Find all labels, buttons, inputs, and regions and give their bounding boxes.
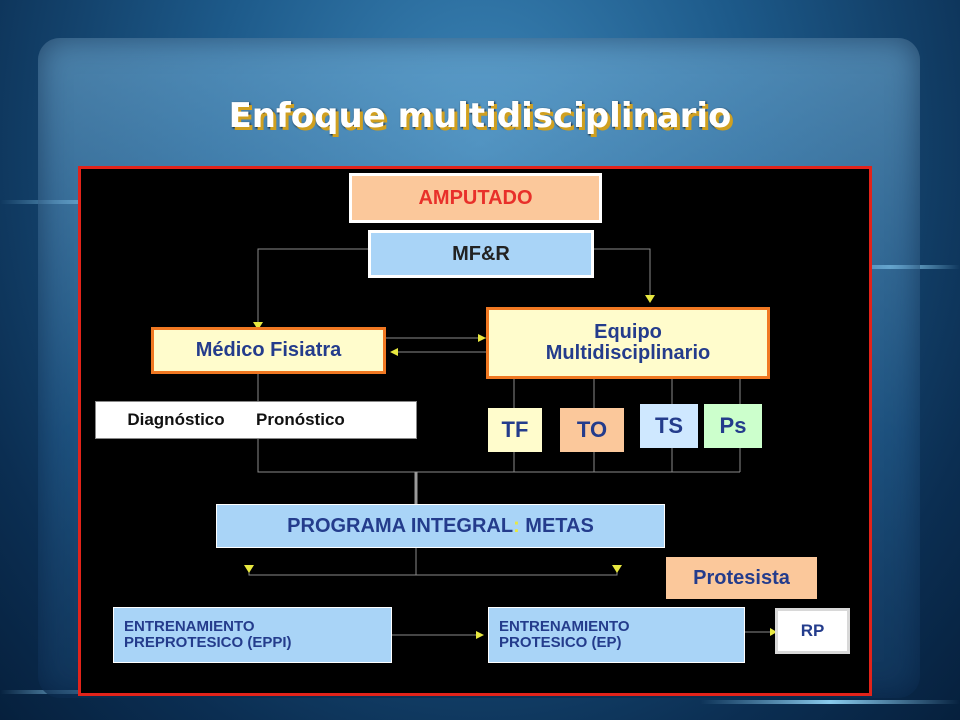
- node-rp: RP: [775, 608, 850, 654]
- node-eppi-line1: ENTRENAMIENTO: [124, 618, 255, 636]
- node-amputado-label: AMPUTADO: [418, 186, 533, 209]
- node-equipo-multidisciplinario: Equipo Multidisciplinario: [486, 307, 770, 379]
- node-mfr: MF&R: [368, 230, 594, 278]
- node-ep: ENTRENAMIENTO PROTESICO (EP): [488, 607, 745, 663]
- node-amputado: AMPUTADO: [349, 173, 602, 223]
- node-equipo-line2: Multidisciplinario: [545, 342, 711, 364]
- node-diagnostico: Diagnóstico: [127, 410, 225, 430]
- node-programa-metas: METAS: [519, 514, 594, 537]
- node-rp-label: RP: [800, 621, 825, 641]
- node-programa-colon: :: [513, 514, 520, 537]
- node-protesista: Protesista: [666, 557, 817, 599]
- node-mfr-label: MF&R: [452, 242, 510, 265]
- node-diagnostico-pronostico: Diagnóstico Pronóstico: [95, 401, 417, 439]
- node-protesista-label: Protesista: [693, 566, 790, 589]
- node-ps: Ps: [704, 404, 762, 448]
- node-ps-label: Ps: [719, 413, 747, 439]
- node-pronostico: Pronóstico: [256, 410, 345, 430]
- node-tf: TF: [488, 408, 542, 452]
- node-to: TO: [560, 408, 624, 452]
- node-eppi: ENTRENAMIENTO PREPROTESICO (EPPI): [113, 607, 392, 663]
- node-ts: TS: [640, 404, 698, 448]
- node-to-label: TO: [576, 417, 608, 443]
- node-ts-label: TS: [654, 413, 684, 439]
- node-programa-main: PROGRAMA INTEGRAL: [287, 514, 514, 537]
- node-programa-integral: PROGRAMA INTEGRAL: METAS: [216, 504, 665, 548]
- node-tf-label: TF: [501, 417, 529, 443]
- node-medico-fisiatra-label: Médico Fisiatra: [195, 339, 342, 361]
- node-equipo-line1: Equipo: [594, 321, 662, 343]
- node-ep-line1: ENTRENAMIENTO: [499, 618, 630, 636]
- light-streak: [700, 700, 960, 704]
- node-ep-line2: PROTESICO (EP): [499, 634, 622, 651]
- node-programa-label: PROGRAMA INTEGRAL: METAS: [287, 514, 594, 537]
- node-medico-fisiatra: Médico Fisiatra: [151, 327, 386, 374]
- node-eppi-line2: PREPROTESICO (EPPI): [124, 634, 292, 651]
- slide-title: Enfoque multidisciplinario: [228, 96, 732, 136]
